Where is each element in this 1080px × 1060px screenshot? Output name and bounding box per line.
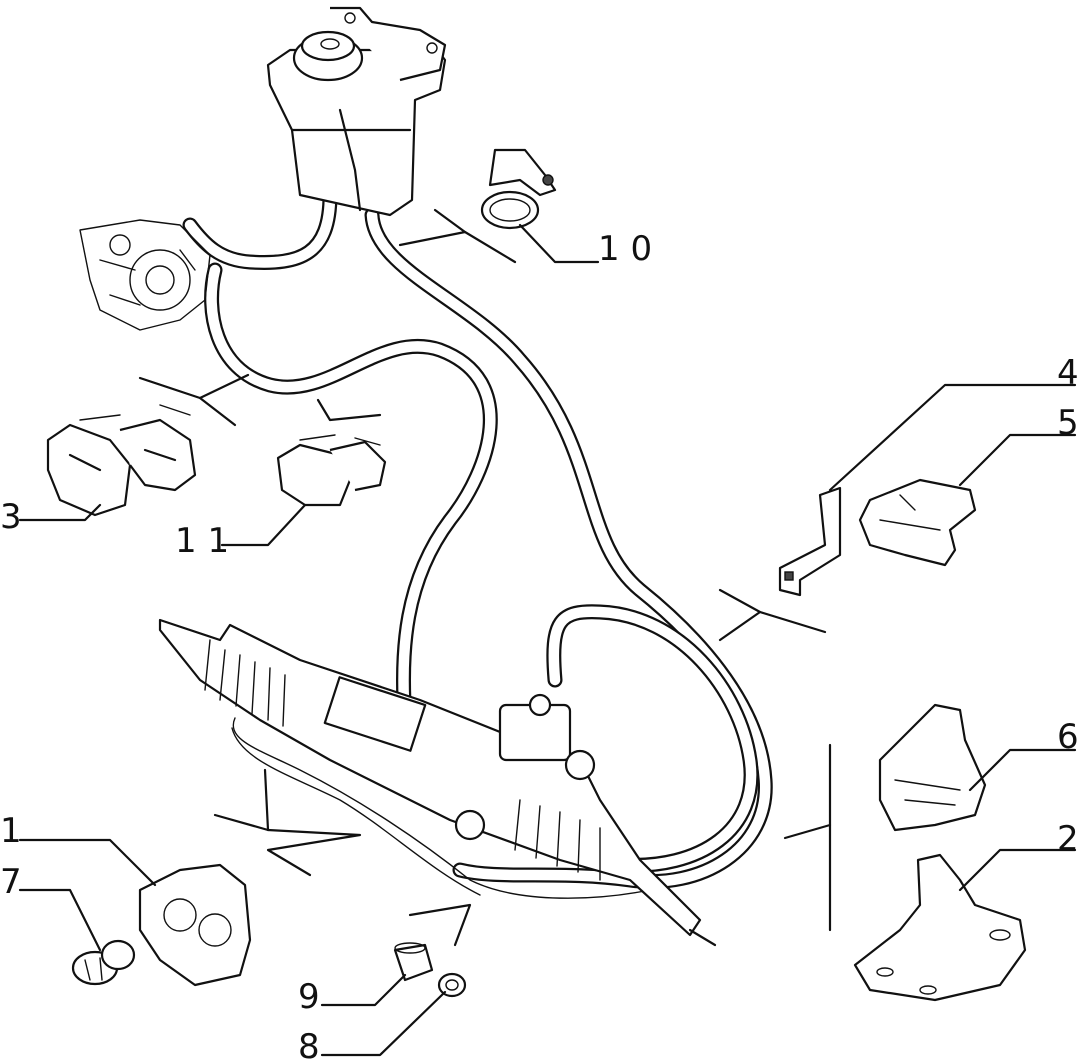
part-2-plate: [853, 853, 1027, 1002]
callout-5: 5: [1057, 403, 1079, 443]
callout-2: 2: [1057, 819, 1079, 859]
break-marks: [138, 208, 832, 947]
part-7-bushing: [71, 939, 136, 986]
callout-6: 6: [1057, 717, 1079, 757]
part-1-mount: [138, 863, 252, 987]
hose-lines: [182, 187, 773, 899]
part-3-double-clamp: [46, 404, 197, 517]
part-4-bracket: [778, 486, 842, 597]
leader-lines: [18, 223, 1077, 1057]
callout-labels: 1 0 4 5 6 2 3 1 1 1 7 9 8: [0, 229, 1079, 1060]
part-8-sleeve: [437, 972, 467, 998]
callout-11: 1 1: [175, 521, 229, 561]
part-11-clamp: [276, 434, 387, 507]
callout-10: 1 0: [598, 229, 652, 269]
part-10-hose-clip: [480, 148, 557, 230]
part-6-clip: [878, 703, 987, 832]
steering-rack: [158, 618, 717, 947]
part-5-clip: [858, 478, 977, 567]
callout-3: 3: [0, 497, 22, 537]
callout-9: 9: [298, 977, 320, 1017]
power-steering-pump: [79, 219, 211, 331]
callout-4: 4: [1057, 353, 1079, 393]
fluid-reservoir: [266, 6, 447, 217]
callout-7: 7: [0, 862, 22, 902]
part-9-sleeve: [393, 942, 434, 982]
callout-1: 1: [0, 811, 22, 851]
callout-8: 8: [298, 1027, 320, 1060]
